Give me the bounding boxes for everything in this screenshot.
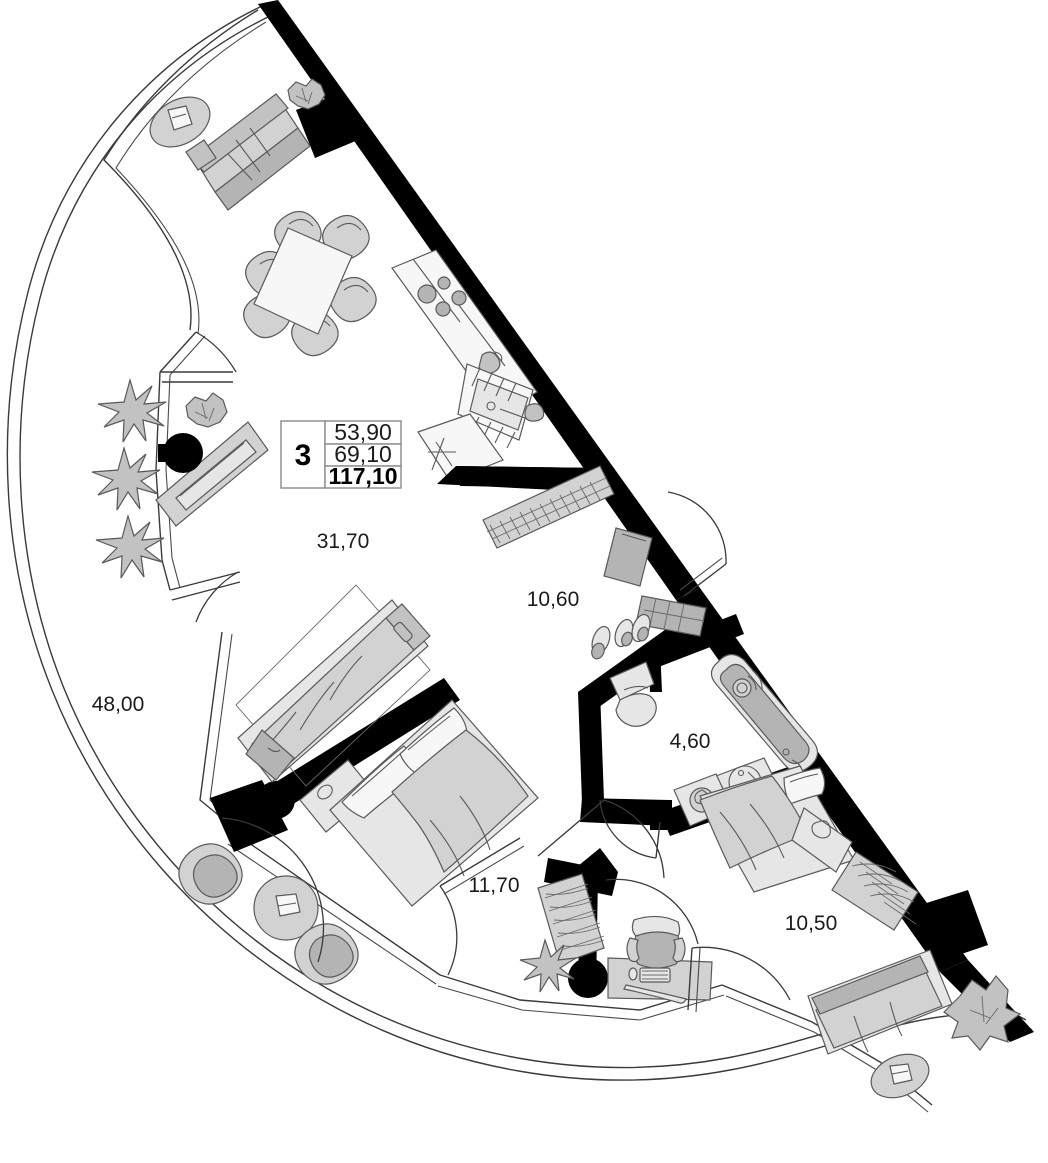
living-room-sofa-zone bbox=[235, 584, 431, 787]
sofa-nw bbox=[185, 93, 311, 211]
desk-study bbox=[607, 957, 713, 1004]
info-living-area: 53,90 bbox=[334, 419, 392, 445]
nightstand-second bbox=[791, 807, 853, 873]
balcony-nw-furniture bbox=[149, 78, 326, 211]
radiator-second bbox=[831, 851, 919, 931]
area-label-hallway: 10,60 bbox=[527, 588, 580, 611]
side-table-se bbox=[870, 1053, 930, 1099]
hallway-zone bbox=[537, 491, 727, 879]
side-table-nw bbox=[149, 96, 211, 148]
area-label-bathroom: 4,60 bbox=[670, 730, 711, 753]
potted-palm-study bbox=[519, 938, 577, 993]
area-label-terrace: 48,00 bbox=[92, 693, 145, 716]
balcony-se-furniture bbox=[807, 949, 1022, 1099]
kitchen-zone bbox=[391, 249, 615, 549]
cooktop-icon bbox=[417, 276, 467, 317]
living-console-zone bbox=[91, 377, 269, 579]
area-label-bedroom-second: 10,50 bbox=[785, 912, 838, 935]
slippers bbox=[591, 613, 651, 660]
info-usable-area: 69,10 bbox=[334, 441, 392, 467]
area-label-living: 31,70 bbox=[317, 530, 370, 553]
exterior-walls bbox=[258, 0, 1034, 1042]
info-room-count: 3 bbox=[295, 439, 312, 472]
armchair-west-1 bbox=[178, 843, 243, 905]
potted-plant-nw bbox=[287, 78, 326, 110]
potted-plant-se bbox=[943, 975, 1022, 1051]
shoe-rack bbox=[635, 595, 707, 637]
info-total-area: 117,10 bbox=[328, 463, 397, 489]
sofa-living bbox=[237, 599, 431, 783]
office-chair-study bbox=[626, 915, 686, 969]
radiator-study bbox=[537, 873, 605, 965]
potted-palm bbox=[97, 377, 167, 443]
potted-palm bbox=[91, 445, 161, 511]
bed-master bbox=[329, 699, 539, 907]
potted-plant-living bbox=[185, 392, 228, 428]
bedroom-master-zone bbox=[299, 699, 539, 907]
balcony-study-zone bbox=[519, 873, 713, 1004]
outer-balcony-railing bbox=[6, 5, 1033, 1081]
sofa-se bbox=[807, 949, 953, 1055]
apartment-info-box: 3 53,90 69,10 117,10 bbox=[280, 419, 402, 489]
sink-icon bbox=[428, 437, 456, 471]
bathtub-icon bbox=[710, 653, 819, 773]
bedroom-second-zone bbox=[687, 765, 919, 1013]
area-label-bedroom-master: 11,70 bbox=[469, 874, 520, 897]
armchair-west-2 bbox=[294, 923, 359, 985]
potted-palm bbox=[95, 513, 165, 579]
radiator-kitchen bbox=[482, 465, 615, 549]
round-table-west bbox=[253, 875, 319, 941]
toilet-icon bbox=[609, 661, 657, 727]
area-labels: 48,00 31,70 10,60 4,60 11,70 10,50 bbox=[92, 530, 838, 935]
door-swings bbox=[195, 331, 699, 976]
dining-set bbox=[243, 210, 377, 357]
balcony-west-seating bbox=[178, 843, 359, 985]
